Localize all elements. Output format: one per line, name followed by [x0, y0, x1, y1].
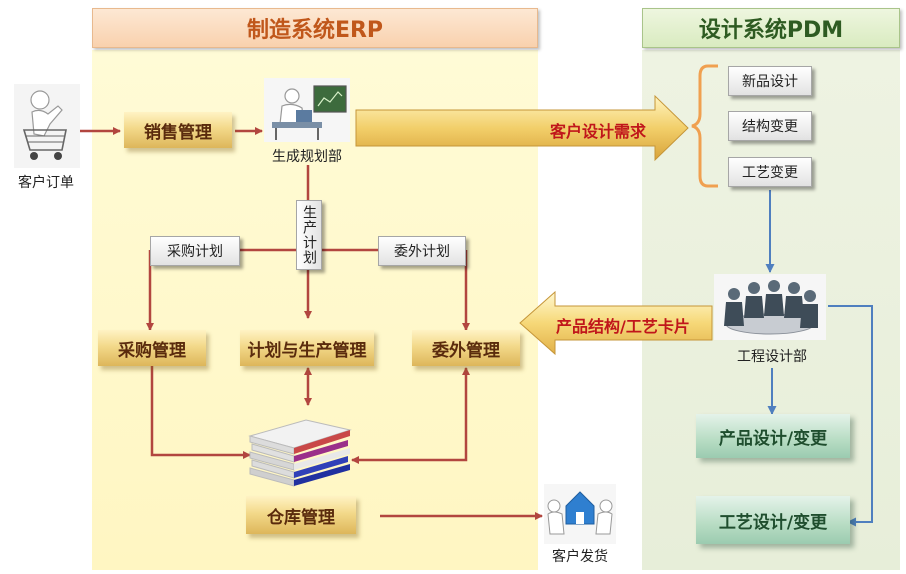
- arrow-structure-card: [519, 290, 713, 356]
- process-change-box: 工艺变更: [728, 157, 812, 187]
- production-planning-dept-label: 生成规划部: [272, 149, 342, 165]
- warehouse-management-box: 仓库管理: [246, 496, 356, 534]
- customer-delivery-label: 客户发货: [552, 549, 608, 565]
- meeting-group-icon: [714, 274, 826, 340]
- person-at-desk-icon: [264, 78, 350, 142]
- customer-design-requirements-label: 客户设计需求: [549, 122, 646, 141]
- product-structure-process-card-label: 产品结构/工艺卡片: [556, 317, 690, 336]
- stacked-books-icon: [248, 419, 352, 487]
- bracket-design-types: [691, 64, 718, 188]
- arrow-design-requirements: [355, 94, 689, 162]
- outsource-plan-box: 委外计划: [378, 236, 466, 266]
- production-plan-vertical-text: 生产计划: [301, 205, 317, 265]
- pdm-header: 设计系统PDM: [642, 8, 900, 48]
- structure-change-box: 结构变更: [728, 111, 812, 141]
- purchase-management-box: 采购管理: [98, 330, 206, 366]
- arrow-outsource-warehouse: [351, 367, 470, 464]
- production-plan-vertical-box: 生产计划: [296, 200, 322, 270]
- process-design-change-box: 工艺设计/变更: [696, 496, 850, 544]
- plan-production-management-box: 计划与生产管理: [240, 330, 374, 366]
- people-carrying-house-icon: [544, 484, 616, 544]
- arrow-engineering-to-process: [828, 305, 873, 527]
- product-design-change-box: 产品设计/变更: [696, 414, 850, 458]
- purchase-plan-box: 采购计划: [150, 236, 240, 266]
- new-product-design-box: 新品设计: [728, 66, 812, 96]
- arrow-purchase-to-warehouse: [150, 365, 251, 459]
- erp-header: 制造系统ERP: [92, 8, 538, 48]
- sales-management-box: 销售管理: [124, 112, 232, 148]
- customer-order-label: 客户订单: [18, 175, 74, 191]
- engineering-design-dept-label: 工程设计部: [737, 349, 807, 365]
- person-with-shopping-cart-icon: [14, 84, 80, 168]
- outsource-management-box: 委外管理: [412, 330, 520, 366]
